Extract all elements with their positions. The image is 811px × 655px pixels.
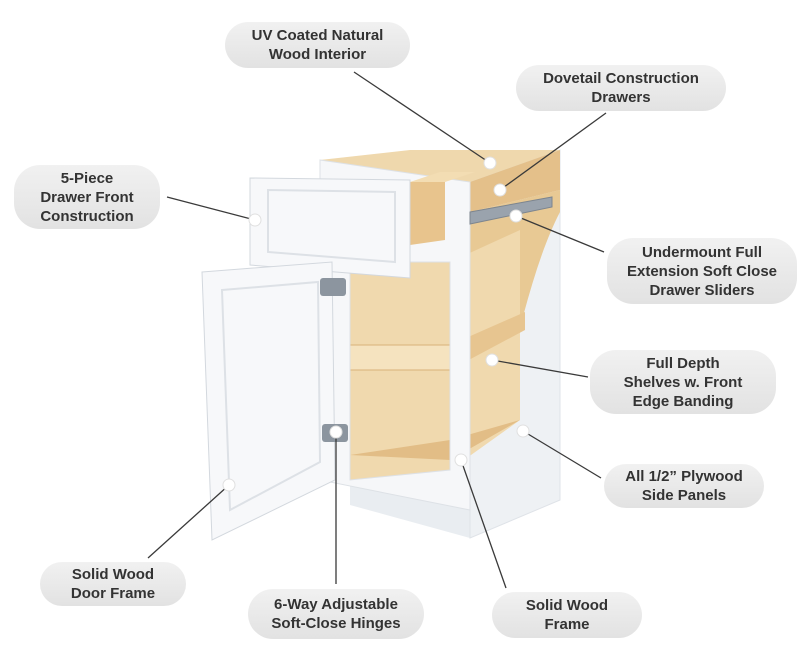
- callout-hinges: 6-Way Adjustable Soft-Close Hinges: [248, 589, 424, 639]
- callout-drawer-front: 5-Piece Drawer Front Construction: [14, 165, 160, 229]
- callout-shelves: Full Depth Shelves w. Front Edge Banding: [590, 350, 776, 414]
- drawer-front-panel: [267, 188, 396, 264]
- top-panel: [320, 150, 560, 182]
- leader-line-door-frame: [147, 484, 230, 559]
- drawer-slider: [469, 196, 553, 225]
- marker-dot-door-frame: [222, 478, 236, 492]
- marker-dot-side-panels: [516, 424, 530, 438]
- leader-line-side-panels: [522, 430, 602, 479]
- interior-floor: [350, 420, 520, 460]
- marker-dot-dovetail-drawers: [493, 183, 507, 197]
- leader-line-wood-frame: [460, 459, 507, 589]
- interior-back: [470, 150, 560, 212]
- shelf-edge: [349, 344, 451, 371]
- door-panel: [220, 280, 322, 512]
- marker-dot-hinges: [329, 425, 343, 439]
- callout-drawer-sliders: Undermount Full Extension Soft Close Dra…: [607, 238, 797, 304]
- callout-uv-interior: UV Coated Natural Wood Interior: [225, 22, 410, 68]
- marker-dot-wood-frame: [454, 453, 468, 467]
- leader-line-drawer-front: [166, 196, 256, 221]
- callout-dovetail-drawers: Dovetail Construction Drawers: [516, 65, 726, 111]
- door: [201, 261, 336, 541]
- drawer-box: [410, 182, 445, 245]
- leader-lines: [147, 71, 607, 589]
- marker-dot-drawer-front: [248, 213, 262, 227]
- leader-line-dovetail-drawers: [499, 112, 607, 191]
- hinge-top: [320, 278, 346, 296]
- leader-line-drawer-sliders: [515, 215, 605, 253]
- callout-door-frame: Solid Wood Door Frame: [40, 562, 186, 606]
- marker-dots: [222, 156, 530, 492]
- leader-line-uv-interior: [353, 71, 491, 164]
- callout-wood-frame: Solid Wood Frame: [492, 592, 642, 638]
- marker-dot-drawer-sliders: [509, 209, 523, 223]
- cabinet-illustration: [201, 149, 561, 541]
- leader-line-shelves: [491, 359, 589, 378]
- marker-dot-shelves: [485, 353, 499, 367]
- drawer-box-top: [410, 172, 475, 182]
- callout-side-panels: All 1/2” Plywood Side Panels: [604, 464, 764, 508]
- marker-dot-uv-interior: [483, 156, 497, 170]
